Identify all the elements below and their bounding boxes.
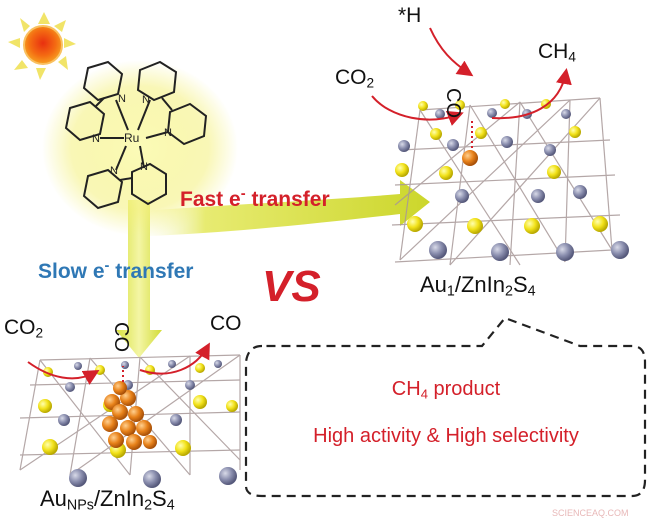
svg-text:N: N bbox=[110, 165, 118, 177]
svg-text:N: N bbox=[118, 93, 126, 105]
h-arrow bbox=[429, 27, 474, 77]
np-co2-reactant-label: CO2 bbox=[4, 316, 44, 341]
callout-product-line: CH4 product bbox=[391, 378, 501, 402]
callout-box bbox=[244, 316, 647, 498]
np-co2-arrow bbox=[27, 361, 100, 385]
gold-single-atom bbox=[462, 150, 478, 166]
np-co-adsorbate-label: CO bbox=[110, 322, 132, 352]
callout-performance-line: High activity & High selectivity bbox=[313, 425, 579, 447]
gold-nanoparticle-cluster bbox=[102, 381, 157, 450]
slow-transfer-band bbox=[116, 200, 162, 358]
au1-znin2s4-lattice bbox=[391, 97, 629, 266]
slow-transfer-label: Slow e- transfer bbox=[38, 258, 194, 284]
svg-text:N: N bbox=[164, 127, 172, 139]
watermark: SCIENCEAQ.COM bbox=[552, 508, 629, 518]
sun-icon bbox=[8, 12, 76, 80]
np-co-product-label: CO bbox=[210, 312, 242, 335]
aunps-znin2s4-lattice bbox=[19, 354, 241, 488]
ru-atom-label: Ru bbox=[124, 131, 139, 145]
ch4-product-label: CH4 bbox=[538, 40, 576, 65]
svg-text:N: N bbox=[92, 133, 100, 145]
ru-bipyridine-complex-icon bbox=[64, 60, 208, 210]
svg-text:N: N bbox=[142, 94, 150, 106]
h-label: *H bbox=[398, 4, 422, 27]
co2-arrow-right bbox=[371, 95, 464, 126]
ch4-arrow bbox=[491, 68, 572, 120]
fast-transfer-label: Fast e- transfer bbox=[180, 186, 330, 212]
aunps-catalyst-name: AuNPs/ZnIn2S4 bbox=[40, 486, 175, 514]
fast-transfer-band bbox=[130, 180, 430, 236]
co-adsorbate-label: CO bbox=[442, 88, 464, 118]
svg-text:N: N bbox=[140, 161, 148, 173]
au1-catalyst-name: Au1/ZnIn2S4 bbox=[420, 272, 536, 300]
vs-label: VS bbox=[262, 262, 321, 311]
np-co-arrow bbox=[139, 342, 210, 375]
co2-reactant-label: CO2 bbox=[335, 66, 375, 91]
